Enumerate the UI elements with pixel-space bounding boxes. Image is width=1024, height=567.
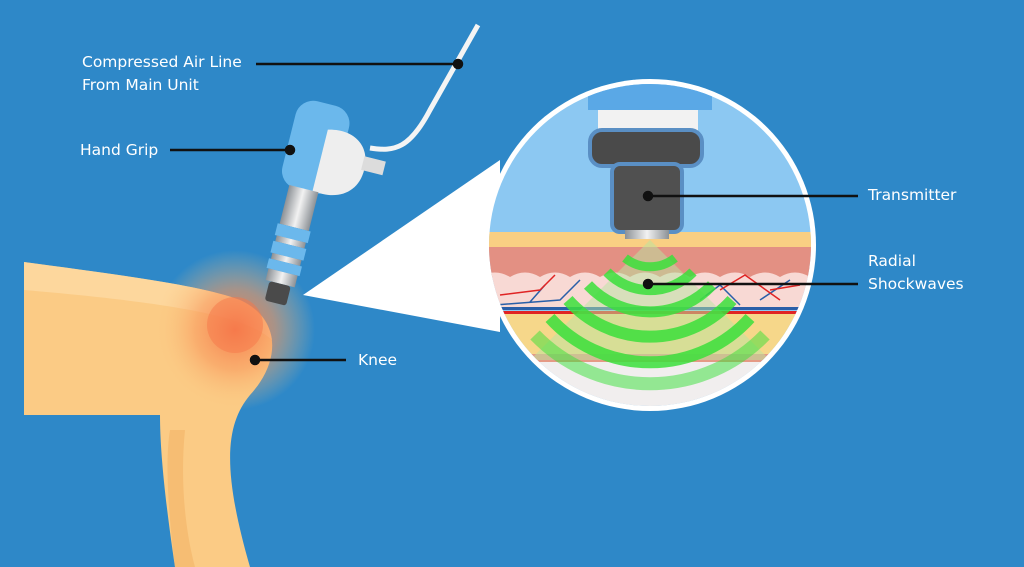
zoom-callout bbox=[303, 160, 500, 332]
label-radial-shockwaves: Radial Shockwaves bbox=[868, 250, 964, 296]
radial-shockwaves bbox=[530, 254, 770, 391]
leader-lines bbox=[170, 58, 858, 366]
label-knee: Knee bbox=[358, 351, 398, 369]
label-compressed-air-line: Compressed Air Line From Main Unit bbox=[82, 51, 242, 97]
label-radial-1: Radial bbox=[868, 252, 916, 270]
label-transmitter: Transmitter bbox=[868, 186, 957, 204]
label-air-line-1: Compressed Air Line bbox=[82, 53, 242, 71]
label-radial-2: Shockwaves bbox=[868, 275, 964, 293]
label-hand-grip: Hand Grip bbox=[80, 141, 159, 159]
air-line-hose bbox=[369, 23, 481, 152]
label-air-line-2: From Main Unit bbox=[82, 76, 199, 94]
handpiece-device bbox=[265, 100, 386, 306]
